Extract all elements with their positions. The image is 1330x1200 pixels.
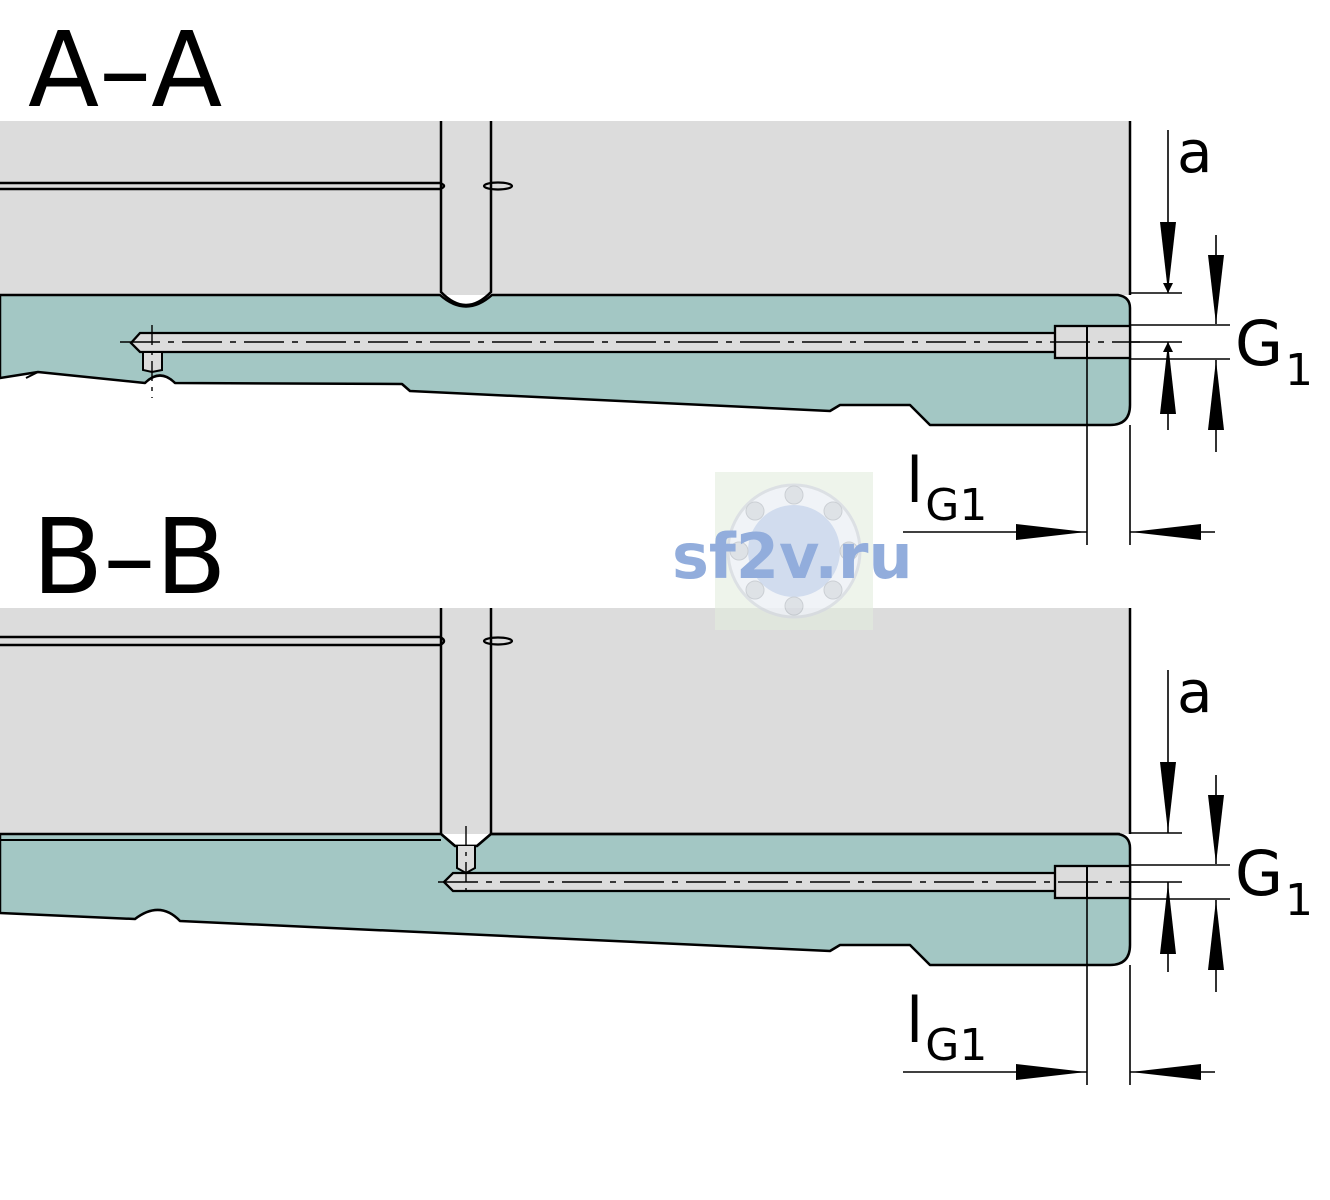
dim-label-g1: G1 (1235, 307, 1313, 396)
section-a-a: A–A (0, 9, 1313, 545)
rail-a (0, 293, 1132, 427)
dim-label-a: a (1177, 118, 1213, 186)
dim-label-a: a (1177, 658, 1213, 726)
section-title-a-a: A–A (28, 9, 222, 131)
dim-label-g1: G1 (1235, 837, 1313, 926)
dim-label-lg1: lG1 (906, 444, 987, 531)
section-b-b: B–B (0, 496, 1313, 1085)
housing-b (0, 608, 1130, 834)
watermark-text: sf2v.ru (672, 520, 913, 593)
housing-slot-a (439, 121, 493, 307)
housing-a (0, 121, 1130, 295)
watermark: sf2v.ru (672, 472, 913, 630)
dim-label-lg1: lG1 (906, 984, 987, 1071)
section-title-b-b: B–B (32, 496, 227, 618)
